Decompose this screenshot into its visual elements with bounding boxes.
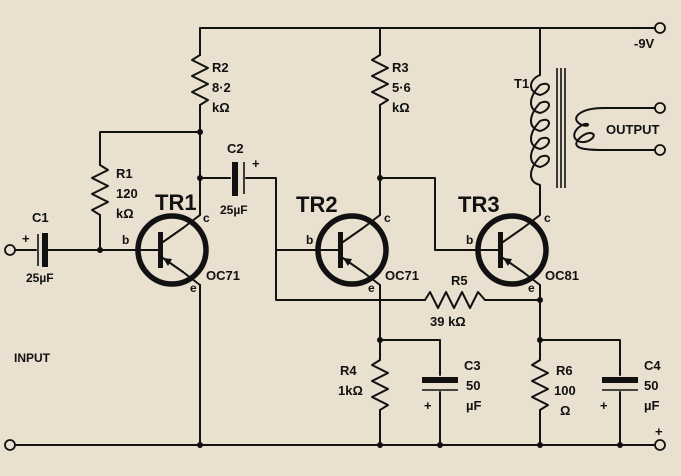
input-label: INPUT <box>14 351 51 365</box>
svg-text:25µF: 25µF <box>26 271 54 285</box>
signal-input-terminal <box>4 244 16 256</box>
output-label: OUTPUT <box>606 122 660 137</box>
output-terminal-top <box>654 102 666 114</box>
svg-text:R2: R2 <box>212 60 229 75</box>
negative-supply-label: -9V <box>634 36 655 51</box>
svg-text:1kΩ: 1kΩ <box>338 383 363 398</box>
svg-text:R1: R1 <box>116 166 133 181</box>
svg-text:kΩ: kΩ <box>116 206 134 221</box>
svg-text:R4: R4 <box>340 363 357 378</box>
svg-text:e: e <box>368 281 375 295</box>
transformer-t1: T1 <box>514 68 605 196</box>
svg-text:+: + <box>252 156 260 171</box>
svg-text:120: 120 <box>116 186 138 201</box>
svg-text:50: 50 <box>466 378 480 393</box>
svg-text:OC81: OC81 <box>545 268 579 283</box>
positive-supply-label: + <box>655 424 663 439</box>
negative-supply-rail <box>199 27 641 76</box>
svg-text:39 kΩ: 39 kΩ <box>430 314 466 329</box>
svg-text:TR1: TR1 <box>155 190 197 215</box>
positive-supply-terminal <box>654 439 666 451</box>
svg-text:8·2: 8·2 <box>212 80 231 95</box>
transistor-tr3: TR3 b c e OC81 <box>458 192 579 295</box>
svg-text:µF: µF <box>644 398 659 413</box>
capacitor-c3: + C3 50 µF <box>422 358 481 413</box>
resistor-r3: R3 5·6 kΩ <box>371 54 411 115</box>
svg-text:+: + <box>22 231 30 246</box>
capacitor-c4: + C4 50 µF <box>600 358 661 413</box>
transistor-tr1: TR1 b c e OC71 <box>122 190 240 295</box>
resistor-r5: R5 39 kΩ <box>424 273 486 329</box>
transistor-tr2: TR2 b c e OC71 <box>296 192 419 295</box>
ground-input-terminal <box>4 439 16 451</box>
svg-text:C1: C1 <box>32 210 49 225</box>
svg-text:+: + <box>600 398 608 413</box>
svg-text:C4: C4 <box>644 358 661 373</box>
svg-text:b: b <box>466 233 473 247</box>
svg-text:T1: T1 <box>514 76 529 91</box>
svg-text:kΩ: kΩ <box>212 100 230 115</box>
negative-supply-terminal <box>654 22 666 34</box>
svg-text:+: + <box>424 398 432 413</box>
capacitor-c2: + C2 25µF <box>220 141 260 217</box>
svg-text:c: c <box>384 211 391 225</box>
svg-text:e: e <box>528 281 535 295</box>
svg-text:50: 50 <box>644 378 658 393</box>
capacitor-c1: + C1 25µF <box>22 210 54 285</box>
svg-text:Ω: Ω <box>560 403 570 418</box>
svg-text:OC71: OC71 <box>206 268 240 283</box>
svg-text:C2: C2 <box>227 141 244 156</box>
svg-text:c: c <box>544 211 551 225</box>
resistor-r4: R4 1kΩ <box>338 359 389 411</box>
output-terminal-bottom <box>654 144 666 156</box>
svg-text:R5: R5 <box>451 273 468 288</box>
svg-text:5·6: 5·6 <box>392 80 411 95</box>
svg-text:kΩ: kΩ <box>392 100 410 115</box>
svg-text:C3: C3 <box>464 358 481 373</box>
svg-text:e: e <box>190 281 197 295</box>
svg-text:25µF: 25µF <box>220 203 248 217</box>
svg-text:TR2: TR2 <box>296 192 338 217</box>
svg-text:µF: µF <box>466 398 481 413</box>
resistor-r6: R6 100 Ω <box>531 359 576 418</box>
resistor-r1: R1 120 kΩ <box>91 164 138 221</box>
resistor-r2: R2 8·2 kΩ <box>191 54 231 115</box>
svg-text:b: b <box>306 233 313 247</box>
svg-text:R6: R6 <box>556 363 573 378</box>
svg-text:100: 100 <box>554 383 576 398</box>
svg-text:c: c <box>203 211 210 225</box>
svg-text:OC71: OC71 <box>385 268 419 283</box>
svg-text:TR3: TR3 <box>458 192 500 217</box>
svg-text:b: b <box>122 233 129 247</box>
svg-text:R3: R3 <box>392 60 409 75</box>
